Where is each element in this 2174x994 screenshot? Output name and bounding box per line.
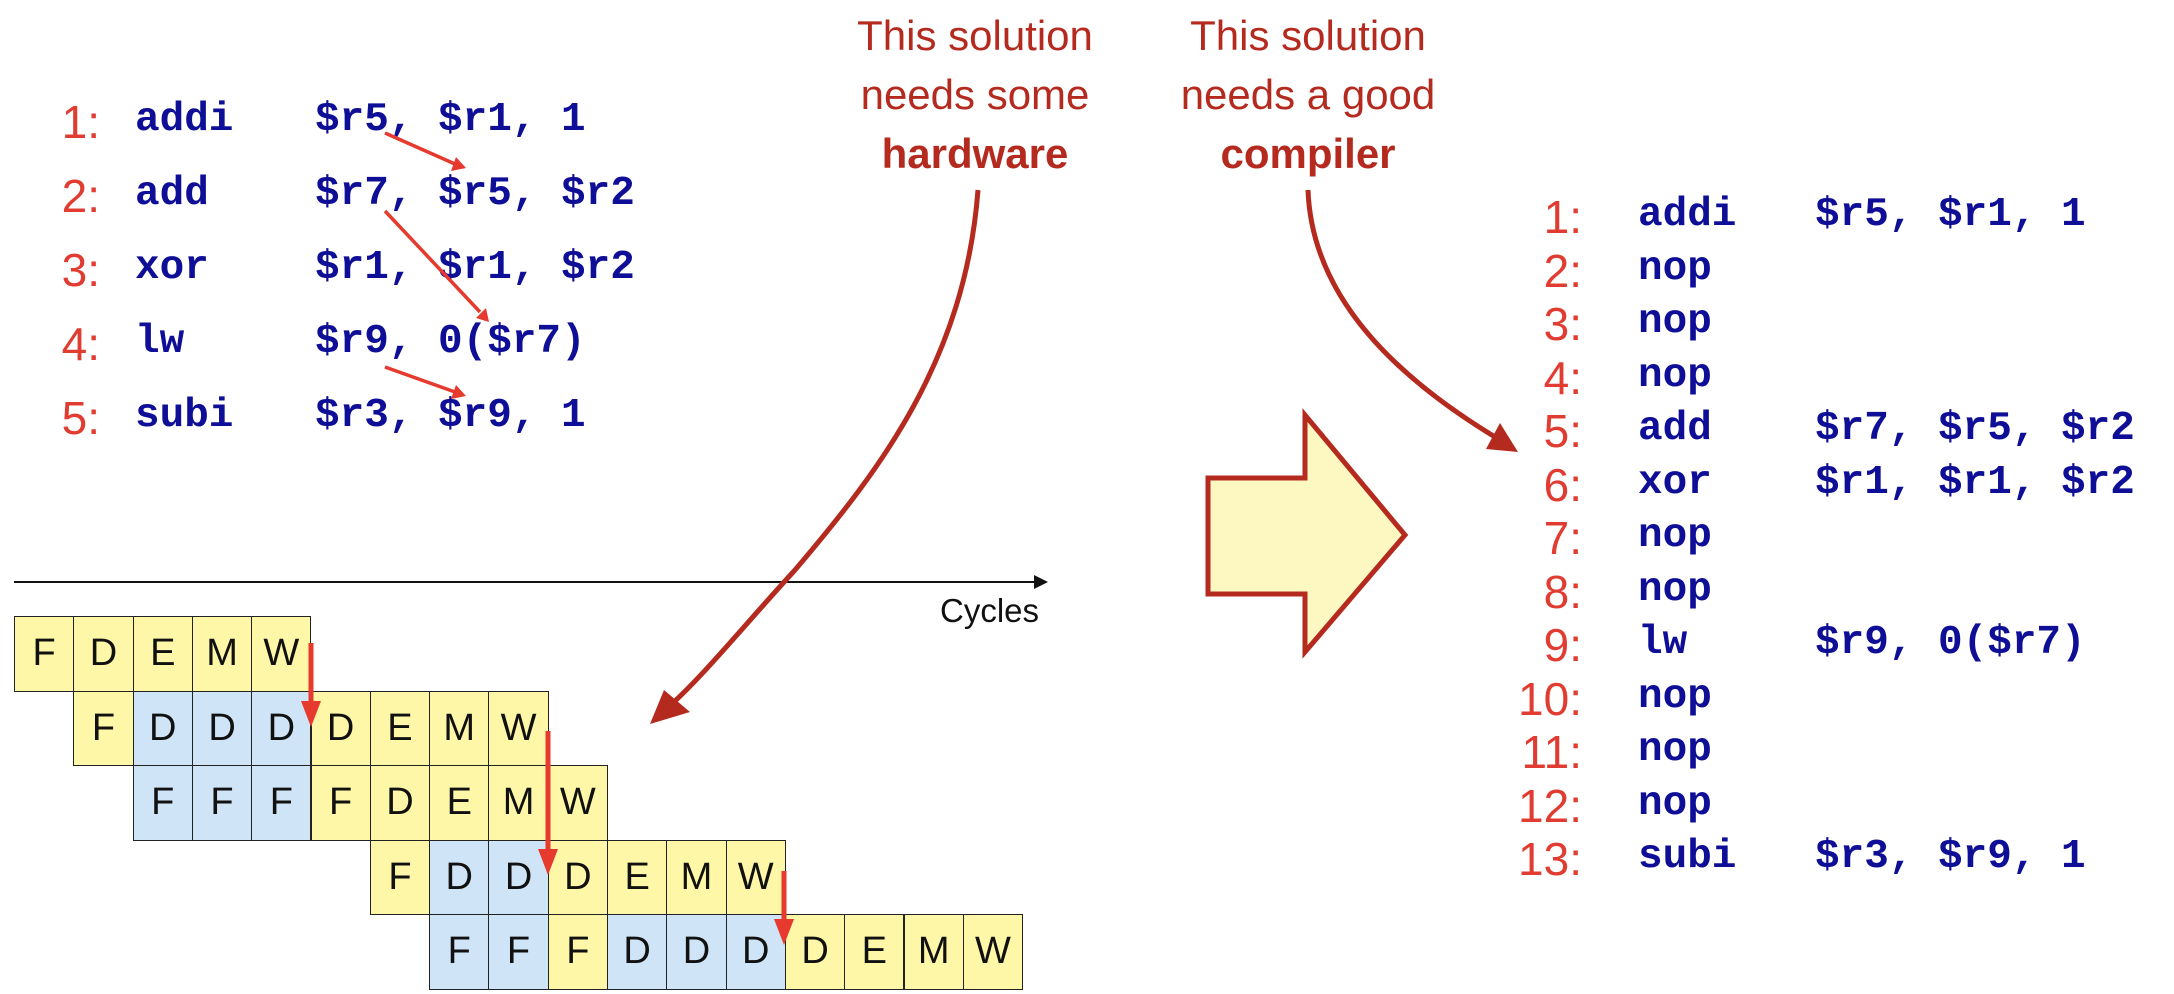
cycles-axis bbox=[14, 575, 1048, 589]
transform-block-arrow bbox=[1205, 408, 1409, 659]
cycles-axis-label: Cycles bbox=[940, 592, 1040, 629]
padded-code-opcode: nop bbox=[1638, 727, 1712, 773]
pipeline-stage-cell: D bbox=[784, 914, 846, 990]
original-code-operands: $r1, $r1, $r2 bbox=[315, 245, 635, 291]
original-code-opcode: subi bbox=[135, 393, 234, 439]
pipeline-stage-cell: F bbox=[369, 839, 431, 915]
pipeline-stage-cell: D bbox=[191, 690, 253, 766]
compiler-arrow bbox=[1305, 189, 1518, 452]
pipeline-stage-cell: D bbox=[488, 839, 549, 915]
padded-code-line-number: 13: bbox=[1518, 833, 1582, 885]
padded-code-line-number: 10: bbox=[1518, 672, 1582, 725]
padded-code-line-number: 7: bbox=[1543, 512, 1582, 564]
padded-code-opcode: addi bbox=[1638, 192, 1737, 238]
padded-code-operands: $r5, $r1, 1 bbox=[1815, 192, 2086, 238]
padded-code-opcode: xor bbox=[1638, 459, 1712, 506]
original-code-line-number: 1: bbox=[61, 96, 100, 148]
compiler-note: This solution needs a good compiler bbox=[1158, 6, 1458, 183]
original-code-opcode: xor bbox=[135, 245, 209, 291]
pipeline-stage-cell: F bbox=[73, 690, 134, 766]
padded-code-line-number: 9: bbox=[1543, 619, 1582, 671]
pipeline-stage-cell: F bbox=[547, 914, 608, 990]
dep-arrow-r5 bbox=[384, 131, 456, 166]
pipeline-stage-cell: E bbox=[607, 839, 668, 915]
hardware-note-line2: needs some bbox=[860, 71, 1090, 118]
padded-code-operands: $r7, $r5, $r2 bbox=[1815, 406, 2135, 452]
pipeline-stage-cell: D bbox=[666, 914, 727, 990]
pipeline-stage-cell: W bbox=[725, 839, 786, 915]
pipeline-stage-cell: D bbox=[547, 839, 608, 915]
original-code-line-number: 5: bbox=[61, 392, 100, 444]
original-code-opcode: lw bbox=[135, 319, 185, 365]
padded-code-opcode: nop bbox=[1638, 352, 1712, 399]
padded-code-line-number: 4: bbox=[1543, 351, 1582, 404]
padded-code-line-number: 6: bbox=[1543, 458, 1582, 511]
original-code-operands: $r9, 0($r7) bbox=[315, 319, 586, 365]
original-code-operands: $r5, $r1, 1 bbox=[315, 97, 586, 143]
pipeline-stage-cell: D bbox=[607, 914, 668, 990]
padded-code-opcode: lw bbox=[1638, 620, 1688, 666]
original-code-opcode: add bbox=[135, 171, 209, 217]
padded-code-operands: $r3, $r9, 1 bbox=[1815, 834, 2086, 880]
original-code-operands: $r7, $r5, $r2 bbox=[315, 171, 635, 217]
pipeline-stage-cell: M bbox=[429, 690, 490, 766]
hardware-arrow bbox=[650, 189, 981, 724]
pipeline-stage-cell: W bbox=[488, 690, 549, 766]
padded-code-opcode: add bbox=[1638, 406, 1712, 452]
pipeline-stage-cell: D bbox=[73, 616, 134, 692]
padded-code-line-number: 11: bbox=[1521, 726, 1582, 778]
padded-code-opcode: nop bbox=[1638, 299, 1712, 345]
padded-code-opcode: nop bbox=[1638, 245, 1712, 292]
original-code-operands: $r3, $r9, 1 bbox=[315, 393, 586, 439]
pipeline-stage-cell: F bbox=[132, 765, 193, 841]
padded-code-opcode: subi bbox=[1638, 834, 1737, 880]
dependency-arrows bbox=[383, 131, 489, 399]
original-code-line-number: 4: bbox=[61, 318, 100, 370]
padded-code-line-number: 12: bbox=[1518, 779, 1582, 832]
dep-arrow-r7 bbox=[383, 209, 482, 314]
padded-code-line-number: 8: bbox=[1543, 565, 1582, 618]
pipeline-stage-cell: E bbox=[369, 690, 431, 766]
padded-code-opcode: nop bbox=[1638, 673, 1712, 720]
padded-code-operands: $r9, 0($r7) bbox=[1815, 620, 2086, 666]
pipeline-stage-cell: F bbox=[429, 914, 490, 990]
hardware-note-line1: This solution bbox=[857, 12, 1093, 59]
compiler-note-line2: needs a good bbox=[1180, 71, 1436, 118]
pipeline-stage-cell: D bbox=[132, 690, 193, 766]
padded-code-line-number: 1: bbox=[1543, 191, 1582, 243]
pipeline-stage-cell: M bbox=[903, 914, 964, 990]
padded-code-opcode: nop bbox=[1638, 513, 1712, 559]
pipeline-stage-cell: E bbox=[844, 914, 905, 990]
pipeline-stage-cell: W bbox=[962, 914, 1024, 990]
padded-code-opcode: nop bbox=[1638, 780, 1712, 827]
pipeline-stage-cell: F bbox=[488, 914, 549, 990]
original-code-line-number: 2: bbox=[61, 170, 100, 222]
padded-code-operands: $r1, $r1, $r2 bbox=[1815, 459, 2135, 506]
compiler-note-line1: This solution bbox=[1190, 12, 1426, 59]
pipeline-stage-cell: W bbox=[251, 616, 312, 692]
padded-code-line-number: 5: bbox=[1543, 405, 1582, 457]
padded-code-line-number: 2: bbox=[1543, 244, 1582, 297]
original-code-line-number: 3: bbox=[61, 244, 100, 296]
hardware-note-bold: hardware bbox=[881, 130, 1069, 177]
pipeline-stage-cell: F bbox=[310, 765, 371, 841]
dep-arrow-r9 bbox=[384, 365, 456, 394]
compiler-note-bold: compiler bbox=[1220, 130, 1396, 177]
original-code-opcode: addi bbox=[135, 97, 234, 143]
padded-code-opcode: nop bbox=[1638, 566, 1712, 613]
hardware-note: This solution needs some hardware bbox=[825, 6, 1125, 183]
pipeline-stage-cell: D bbox=[725, 914, 786, 990]
pipeline-stage-cell: M bbox=[488, 765, 549, 841]
forwarding-arrows bbox=[301, 643, 794, 945]
padded-code-line-number: 3: bbox=[1543, 298, 1582, 350]
